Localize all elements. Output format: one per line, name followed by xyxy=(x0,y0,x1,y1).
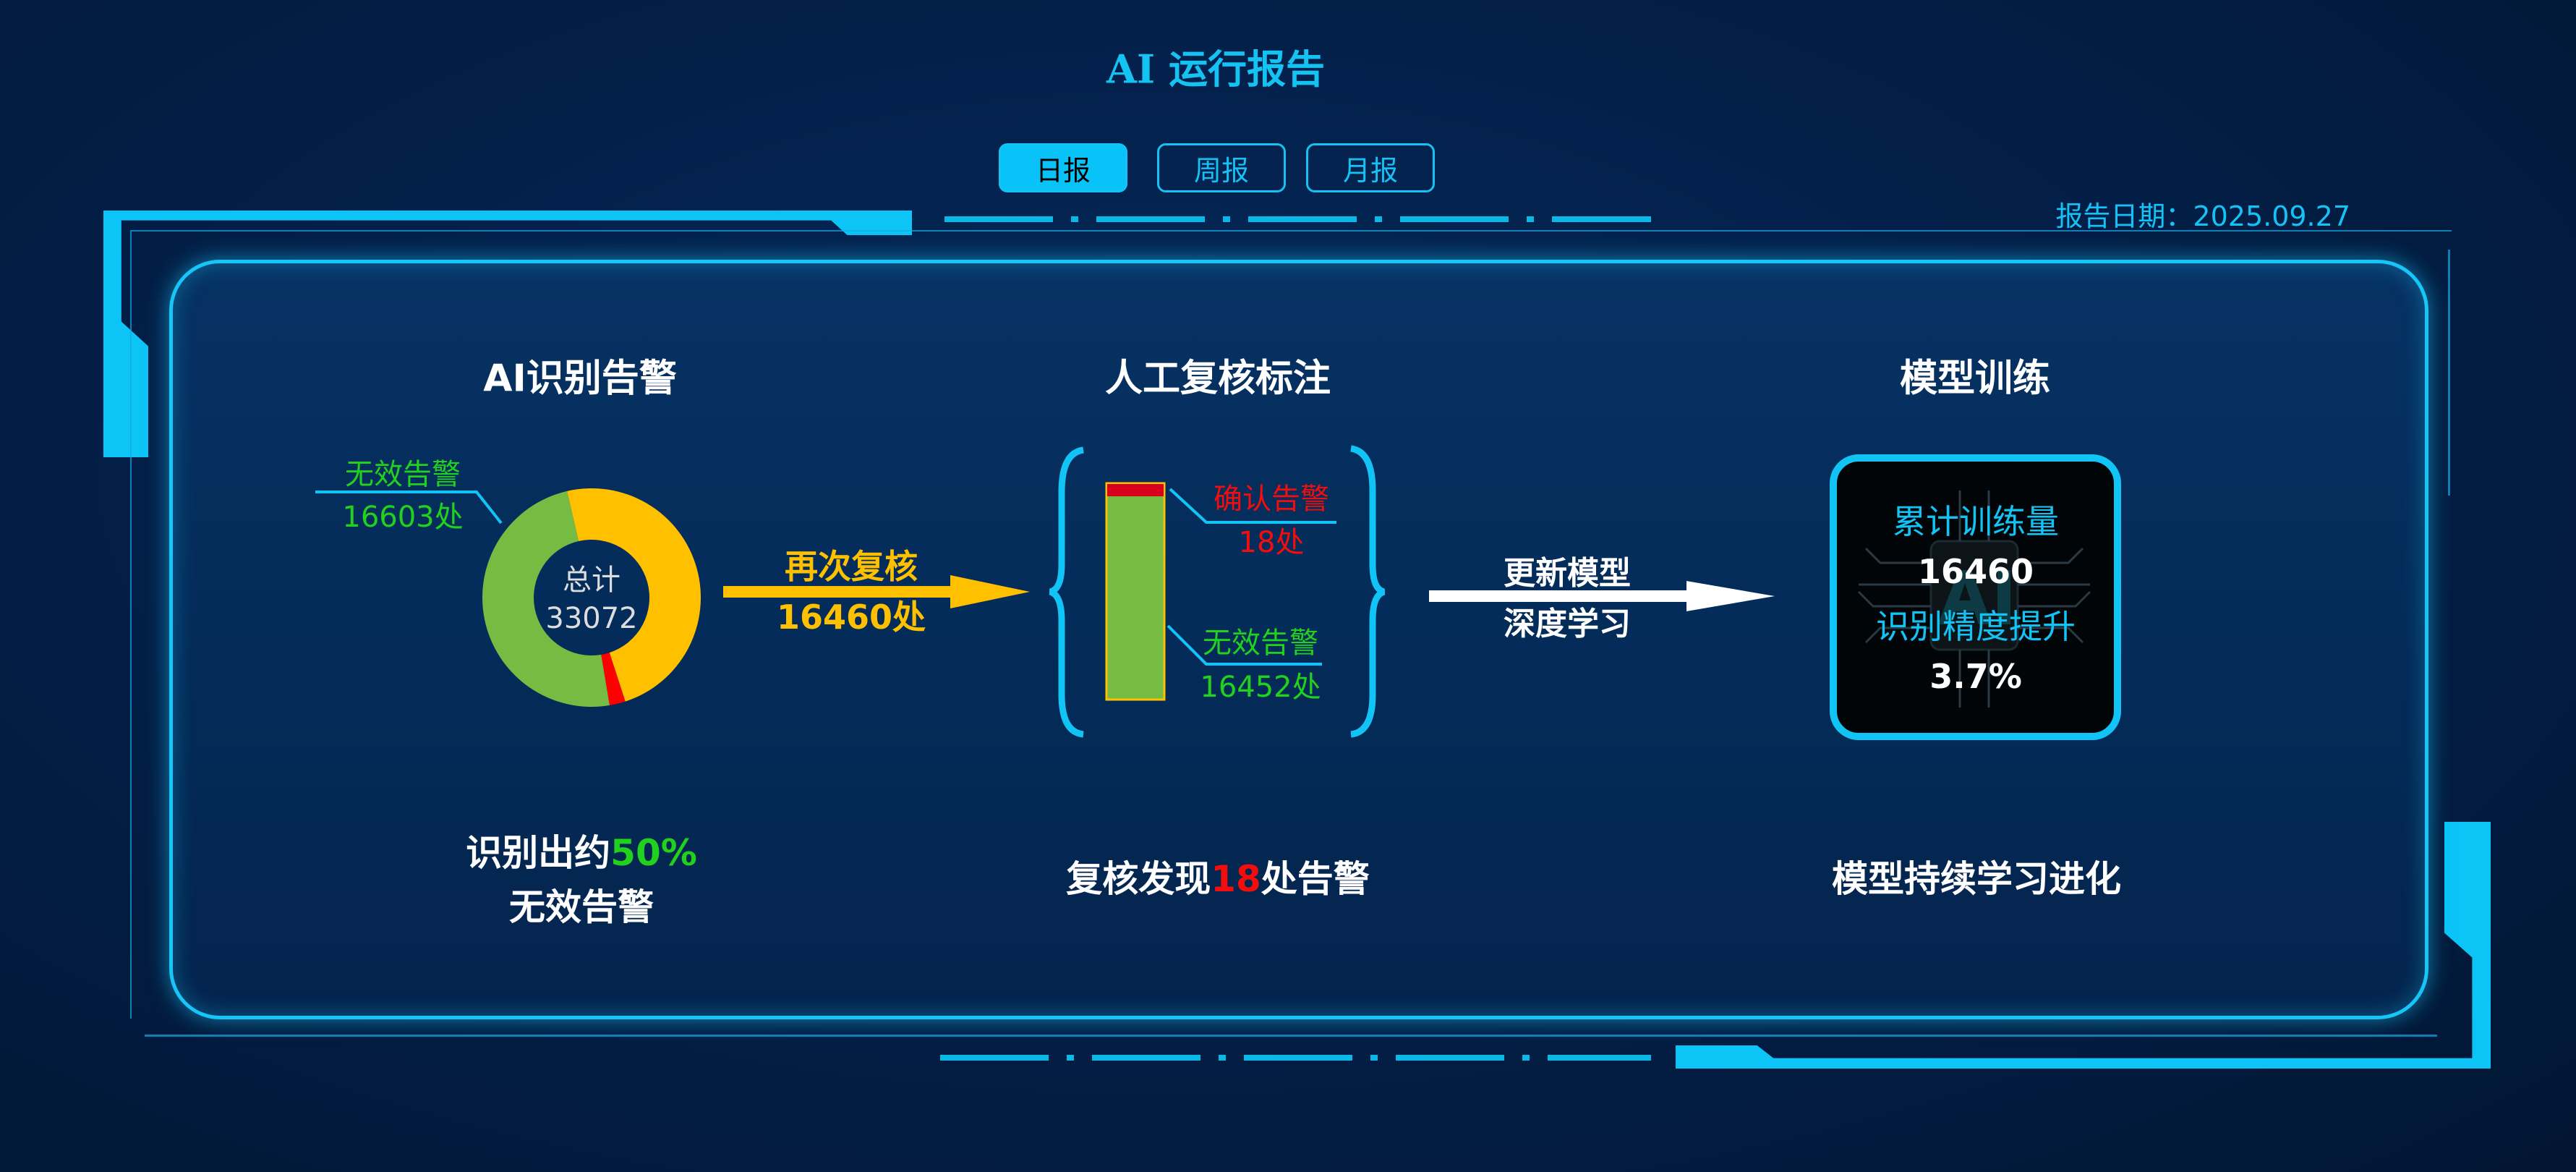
update-model-label: 更新模型 xyxy=(1504,555,1631,592)
accuracy-label: 识别精度提升 xyxy=(1876,607,2076,646)
invalid-alert-label: 无效告警 xyxy=(345,458,461,491)
train-count-label: 累计训练量 xyxy=(1893,502,2059,541)
confirmed-alert-label: 确认告警 xyxy=(1214,483,1329,516)
arrow-update-model xyxy=(1429,581,1775,611)
tab-daily[interactable]: 日报 xyxy=(999,143,1127,192)
frame-outline-right xyxy=(2448,250,2450,496)
section-title-ai-alerts: AI识别告警 xyxy=(483,357,677,401)
frame-outline-top xyxy=(130,230,2452,1019)
ai-chip-icon xyxy=(1857,491,2091,708)
confirmed-leader-line xyxy=(1169,488,1336,524)
page-title: AI 运行报告 xyxy=(1106,46,1325,93)
section-title-model-training: 模型训练 xyxy=(1899,357,2051,401)
summary-3: 模型持续学习进化 xyxy=(1832,858,2121,900)
donut-segment xyxy=(601,653,626,705)
summary-1-highlight: 50% xyxy=(610,832,697,874)
recheck-label: 再次复核 xyxy=(785,547,918,586)
recheck-value: 16460处 xyxy=(776,598,926,637)
donut-segment xyxy=(567,488,701,702)
review-bar-invalid xyxy=(1105,482,1166,701)
summary-2-prefix: 复核发现 xyxy=(1066,858,1211,900)
donut-segment xyxy=(482,491,610,707)
train-count-value: 16460 xyxy=(1917,552,2034,591)
invalid-alert-value: 16603处 xyxy=(342,501,464,534)
ai-chip-card xyxy=(1830,454,2121,740)
arrow-recheck xyxy=(723,575,1030,608)
summary-2: 复核发现18处告警 xyxy=(1066,850,1370,902)
summary-1-line1: 识别出约50% xyxy=(466,824,697,876)
section-title-manual-review: 人工复核标注 xyxy=(1104,357,1331,401)
report-date: 报告日期：2025.09.27 xyxy=(2055,200,2350,232)
tab-monthly[interactable]: 月报 xyxy=(1306,143,1435,192)
invalid-alert-label-2: 无效告警 xyxy=(1203,627,1318,660)
deep-learning-label: 深度学习 xyxy=(1504,606,1631,642)
total-label: 总计 xyxy=(563,564,620,597)
left-brace xyxy=(1049,446,1084,738)
summary-1-line2: 无效告警 xyxy=(509,886,654,928)
dashes-bottom xyxy=(940,1055,1651,1061)
invalid2-leader-line xyxy=(1167,624,1322,666)
confirmed-alert-value: 18处 xyxy=(1238,526,1305,559)
frame-outline-bottom xyxy=(145,1035,2437,1037)
ai-chip-lettering-shape xyxy=(1938,570,2010,624)
total-value: 33072 xyxy=(545,602,638,635)
summary-2-highlight: 18 xyxy=(1211,858,1261,900)
accuracy-value: 3.7% xyxy=(1929,657,2022,696)
donut-chart xyxy=(482,488,701,707)
invalid-alert-value-2: 16452处 xyxy=(1200,671,1321,704)
invalid-leader-line xyxy=(315,491,503,525)
right-brace xyxy=(1350,445,1386,738)
summary-1-prefix: 识别出约 xyxy=(466,832,611,874)
summary-2-suffix: 处告警 xyxy=(1261,858,1370,900)
tab-weekly[interactable]: 周报 xyxy=(1157,143,1286,192)
review-bar-confirmed xyxy=(1107,484,1164,496)
dashes-top xyxy=(944,216,1651,222)
